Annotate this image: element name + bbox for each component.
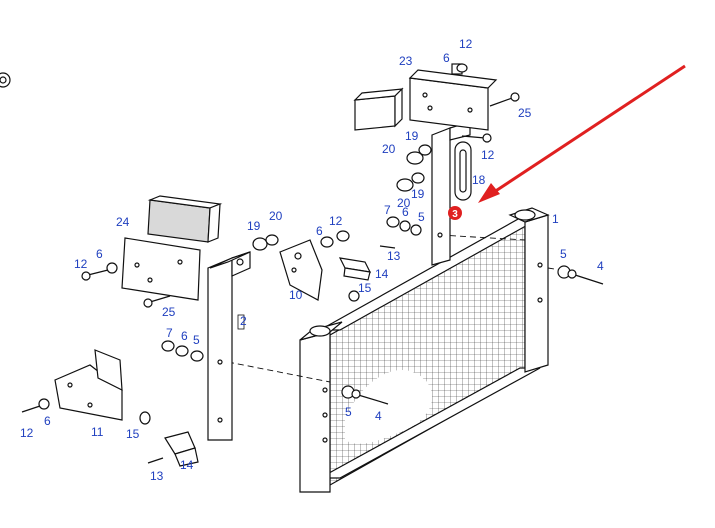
label-1: 1 [552,212,559,226]
label-14: 14 [375,267,389,281]
bracket-10 [279,239,323,301]
label-12: 12 [74,257,88,271]
label-11: 11 [91,425,104,439]
label-12: 12 [329,214,343,228]
label-12: 12 [481,148,495,162]
label-14: 14 [180,458,194,472]
label-6: 6 [443,51,450,65]
label-6: 6 [44,414,51,428]
label-6: 6 [316,224,323,238]
radiator-core [299,207,550,493]
label-6: 6 [181,329,188,343]
label-20: 20 [397,196,411,210]
rubber-block-upper [353,87,404,131]
bracket-upper-tall [431,121,472,266]
bracket-11 [54,349,123,421]
label-7: 7 [384,203,391,217]
highlight-marker-text: 3 [452,209,458,220]
label-4: 4 [375,409,382,423]
label-5: 5 [345,405,352,419]
mount-plate-23 [408,69,498,131]
clip-14-lower [164,431,199,467]
label-5: 5 [560,247,567,261]
label-4: 4 [597,259,604,273]
label-6: 6 [96,247,103,261]
label-24: 24 [116,215,130,229]
label-15: 15 [126,427,140,441]
label-2: 2 [240,314,247,328]
callout-arrow [478,64,686,203]
label-18: 18 [472,173,486,187]
label-5: 5 [193,333,200,347]
label-5: 5 [418,210,425,224]
label-19: 19 [411,187,425,201]
label-12: 12 [20,426,34,440]
fasteners [21,63,604,464]
label-19: 19 [405,129,419,143]
bracket-left-2 [207,251,251,441]
label-6: 6 [402,205,409,219]
label-23: 23 [399,54,413,68]
label-20: 20 [269,209,283,223]
clip-14-upper [338,257,372,281]
label-13: 13 [150,469,164,483]
label-13: 13 [387,249,401,263]
label-7: 7 [166,326,173,340]
mount-plate-24 [121,237,201,301]
label-19: 19 [247,219,261,233]
label-12: 12 [459,37,473,51]
edge-symbol [0,72,11,88]
rubber-block-left [147,195,223,243]
highlight-marker-3: 3 [448,206,462,220]
label-10: 10 [289,288,303,302]
label-25: 25 [518,106,532,120]
label-25: 25 [162,305,176,319]
label-20: 20 [382,142,396,156]
label-15: 15 [358,281,372,295]
part-labels: 1 2 4 4 5 5 5 5 6 6 6 6 6 6 7 7 10 11 12… [20,37,604,483]
